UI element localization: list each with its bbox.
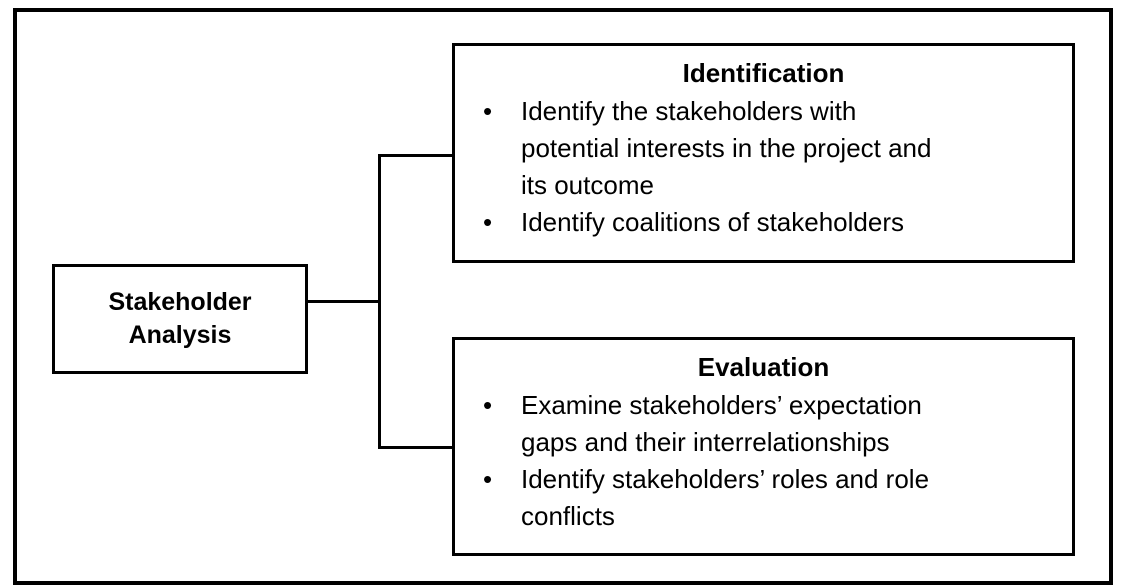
bullet-item: • Examine stakeholders’ expectation gaps … [463,387,1064,461]
identification-box: Identification • Identify the stakeholder… [452,43,1075,263]
bullet-text: Identify the stakeholders with potential… [521,96,932,200]
outer-frame [13,8,1113,585]
evaluation-title: Evaluation [697,352,830,382]
connector-root-horizontal [307,300,381,303]
identification-bullet-list: • Identify the stakeholders with potentia… [463,93,1064,241]
bullet-icon: • [483,96,493,126]
stakeholder-analysis-box: Stakeholder Analysis [52,264,308,374]
identification-title: Identification [682,58,845,88]
bullet-text: Identify coalitions of stakeholders [521,207,904,237]
stakeholder-analysis-label: Stakeholder Analysis [108,288,252,349]
connector-vertical-spine [378,154,381,449]
bullet-icon: • [483,464,493,494]
connector-evaluation-horizontal [378,446,452,449]
evaluation-bullet-list: • Examine stakeholders’ expectation gaps … [463,387,1064,535]
evaluation-box: Evaluation • Examine stakeholders’ expect… [452,337,1075,556]
bullet-item: • Identify coalitions of stakeholders [463,204,1064,241]
bullet-text: Identify stakeholders’ roles and role co… [521,464,930,531]
connector-identification-horizontal [378,154,452,157]
bullet-icon: • [483,207,493,237]
bullet-text: Examine stakeholders’ expectation gaps a… [521,390,922,457]
bullet-icon: • [483,390,493,420]
bullet-item: • Identify the stakeholders with potentia… [463,93,1064,204]
bullet-item: • Identify stakeholders’ roles and role c… [463,461,1064,535]
